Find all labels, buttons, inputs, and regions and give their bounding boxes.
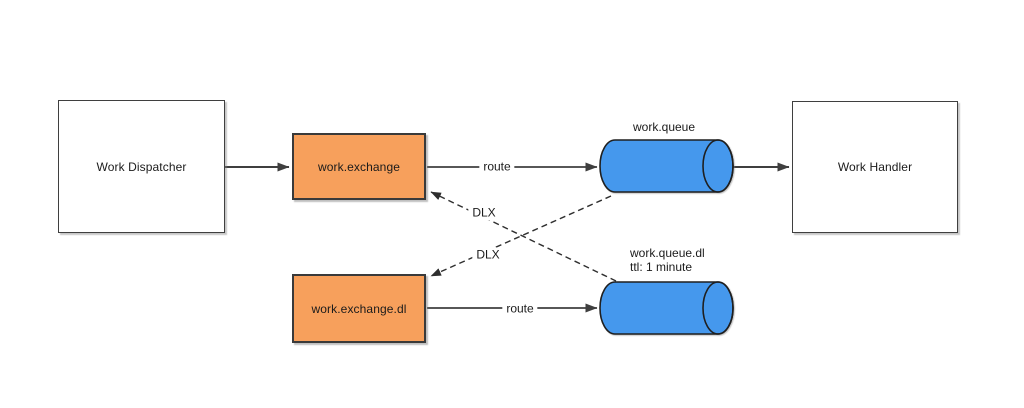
queue-cylinder-endcap [702,139,734,193]
queue-cylinder-endcap [702,281,734,335]
label-work-queue-dl: work.queue.dl ttl: 1 minute [630,246,705,274]
node-label: work.exchange.dl [311,301,407,316]
node-label: Work Dispatcher [96,159,187,174]
queue-cylinder-body [599,281,734,335]
node-label: work.exchange [317,159,400,174]
label-work-queue: work.queue [632,120,696,134]
edge-label-dlx-upper: DLX [468,205,500,221]
queue-dl-name: work.queue.dl [630,246,705,260]
arrow-dlx-queue-to-exchange-dl [430,195,612,277]
node-work-handler: Work Handler [792,101,958,233]
queue-dl-ttl: ttl: 1 minute [630,259,693,274]
edge-label-dlx-lower: DLX [472,247,504,263]
queue-shape-work-queue-dl [599,281,734,335]
queue-cylinder-body [599,139,734,193]
node-work-dispatcher: Work Dispatcher [58,100,225,233]
node-label: Work Handler [837,160,913,174]
edge-label-route-top: route [479,159,515,175]
edge-label-route-bottom: route [502,301,538,317]
arrow-dlx-queue-dl-to-exchange [430,191,617,282]
node-work-exchange-dl: work.exchange.dl [292,274,426,343]
queue-shape-work-queue [599,139,734,193]
node-work-exchange: work.exchange [292,133,426,200]
